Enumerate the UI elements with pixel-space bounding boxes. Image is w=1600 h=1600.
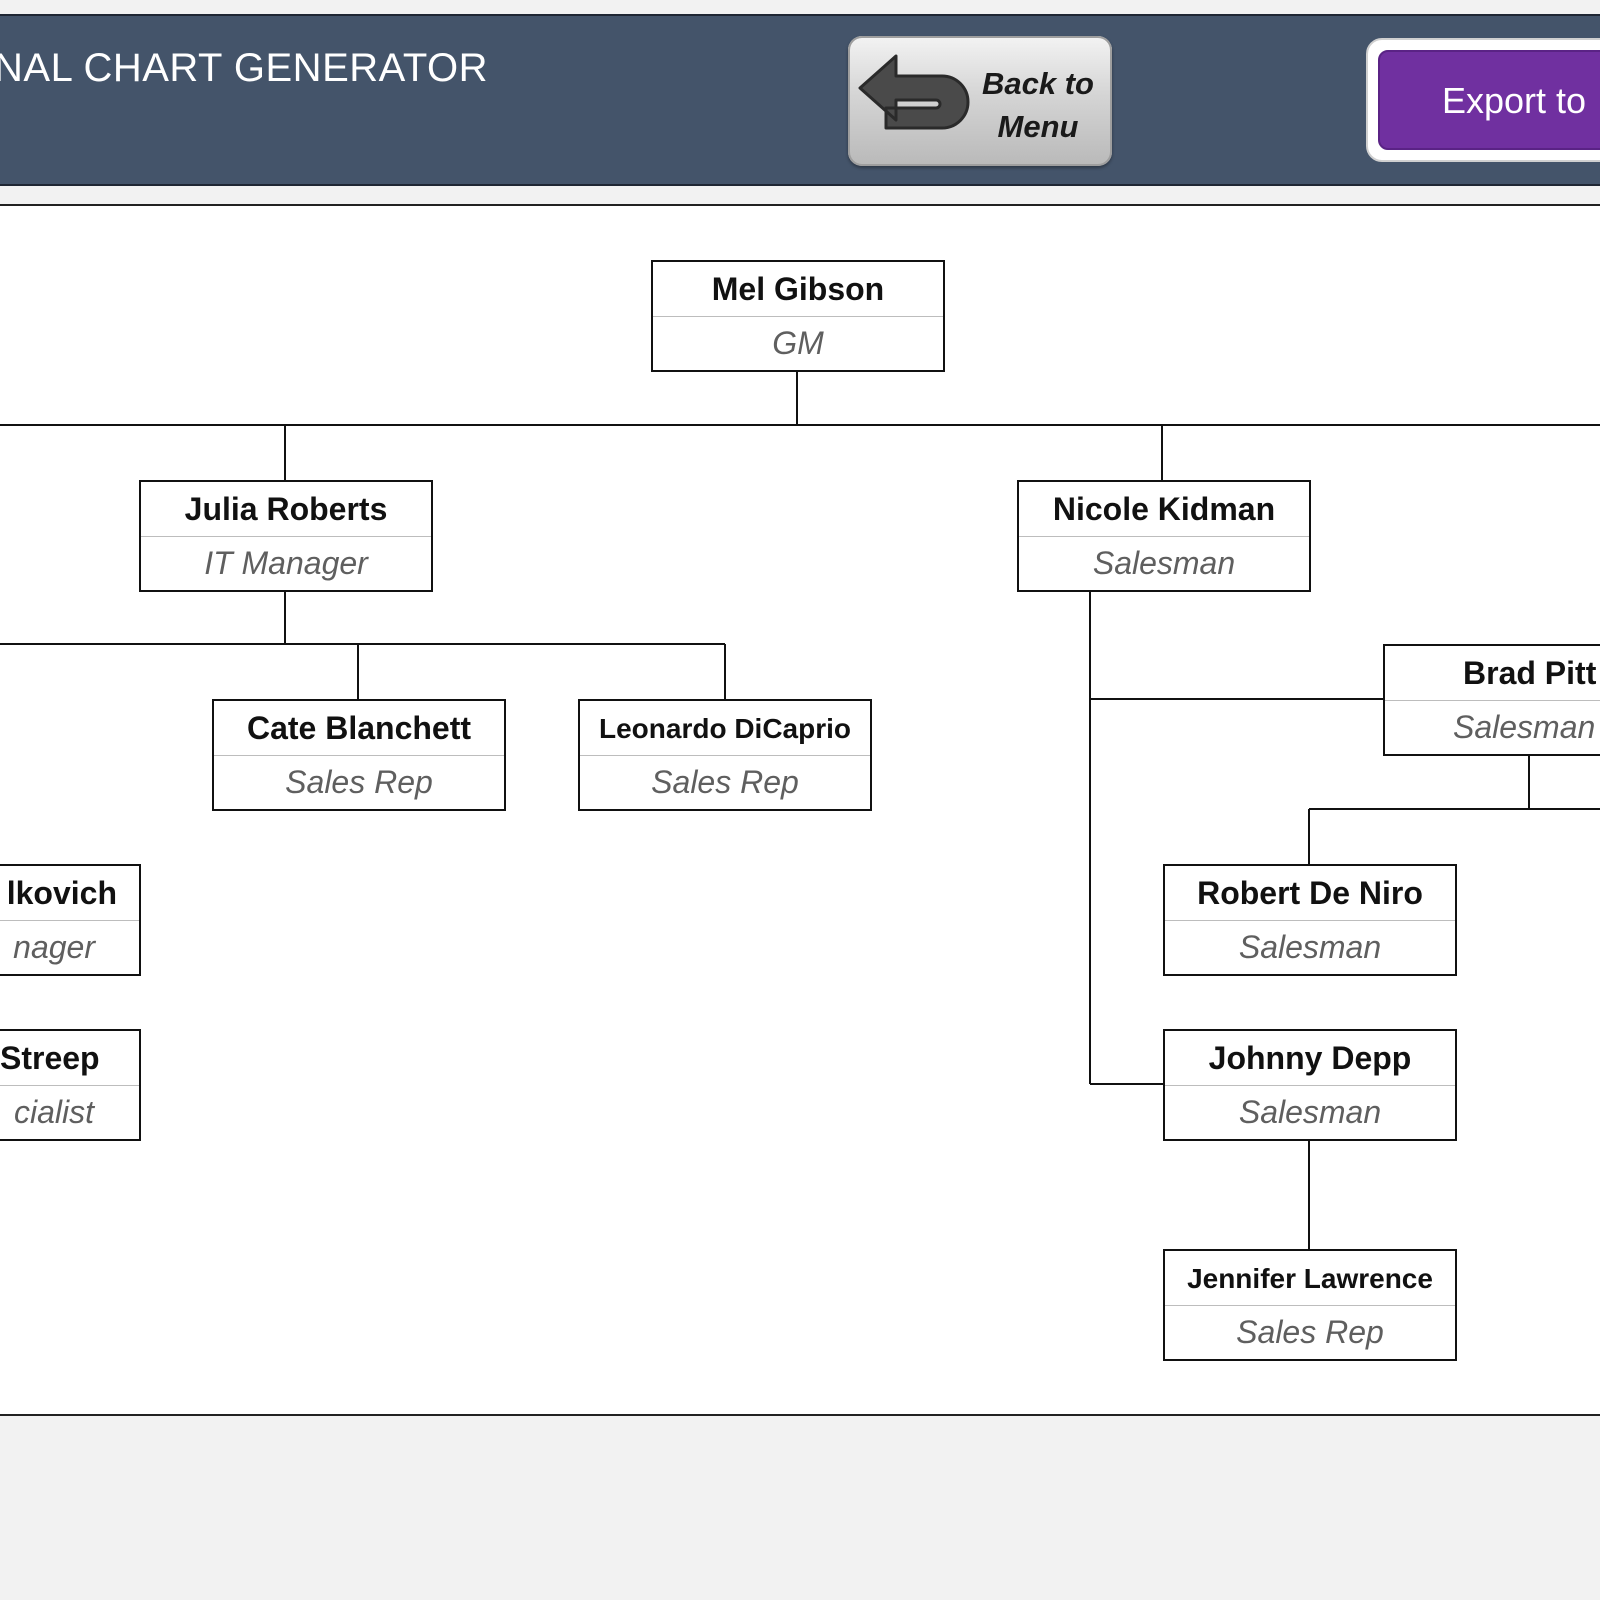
org-node-jennifer-lawrence[interactable]: Jennifer Lawrence Sales Rep bbox=[1163, 1249, 1457, 1361]
app-title: NAL CHART GENERATOR bbox=[0, 46, 489, 90]
org-node-malkovich[interactable]: lkovich nager bbox=[0, 864, 141, 976]
node-name: Leonardo DiCaprio bbox=[580, 701, 870, 756]
node-name: Julia Roberts bbox=[141, 482, 431, 537]
node-name: Brad Pitt bbox=[1385, 646, 1600, 701]
node-title: cialist bbox=[13, 1094, 94, 1130]
back-label-line1: Back to bbox=[982, 66, 1094, 101]
export-button-label: Export to bbox=[1442, 80, 1587, 121]
node-name: Robert De Niro bbox=[1165, 866, 1455, 921]
node-name: Nicole Kidman bbox=[1019, 482, 1309, 537]
back-label-line2: Menu bbox=[997, 109, 1079, 144]
back-arrow-icon bbox=[858, 54, 970, 130]
node-title: Salesman bbox=[1092, 545, 1236, 581]
org-node-cate-blanchett[interactable]: Cate Blanchett Sales Rep bbox=[212, 699, 506, 811]
org-node-streep[interactable]: Streep cialist bbox=[0, 1029, 141, 1141]
back-to-menu-button[interactable]: Back to Menu bbox=[848, 36, 1112, 166]
node-title: IT Manager bbox=[204, 545, 368, 581]
org-node-robert-de-niro[interactable]: Robert De Niro Salesman bbox=[1163, 864, 1457, 976]
node-title: Salesman bbox=[1238, 1094, 1382, 1130]
node-title: nager bbox=[13, 929, 95, 965]
node-name: Cate Blanchett bbox=[214, 701, 504, 756]
org-node-nicole-kidman[interactable]: Nicole Kidman Salesman bbox=[1017, 480, 1311, 592]
header-bar: NAL CHART GENERATOR Back to Menu Export … bbox=[0, 14, 1600, 186]
node-name: Johnny Depp bbox=[1165, 1031, 1455, 1086]
node-name: Streep bbox=[0, 1031, 139, 1086]
node-title: Sales Rep bbox=[285, 764, 433, 800]
export-button-frame: Export to bbox=[1366, 38, 1600, 162]
node-title: Sales Rep bbox=[651, 764, 799, 800]
back-to-menu-label: Back to Menu bbox=[968, 62, 1108, 148]
node-name: Mel Gibson bbox=[653, 262, 943, 317]
export-button[interactable]: Export to bbox=[1378, 50, 1600, 150]
org-node-leonardo-dicaprio[interactable]: Leonardo DiCaprio Sales Rep bbox=[578, 699, 872, 811]
node-title: GM bbox=[772, 325, 824, 361]
node-title: Salesman bbox=[1453, 709, 1596, 745]
node-title: Sales Rep bbox=[1236, 1314, 1384, 1350]
org-node-johnny-depp[interactable]: Johnny Depp Salesman bbox=[1163, 1029, 1457, 1141]
node-name: lkovich bbox=[0, 866, 139, 921]
connector-lines bbox=[0, 370, 1600, 1249]
node-name: Jennifer Lawrence bbox=[1165, 1251, 1455, 1306]
org-node-mel-gibson[interactable]: Mel Gibson GM bbox=[651, 260, 945, 372]
org-node-brad-pitt[interactable]: Brad Pitt Salesman bbox=[1383, 644, 1600, 756]
node-title: Salesman bbox=[1238, 929, 1382, 965]
org-node-julia-roberts[interactable]: Julia Roberts IT Manager bbox=[139, 480, 433, 592]
org-chart-canvas: Mel Gibson GM Julia Roberts IT Manager N… bbox=[0, 204, 1600, 1416]
